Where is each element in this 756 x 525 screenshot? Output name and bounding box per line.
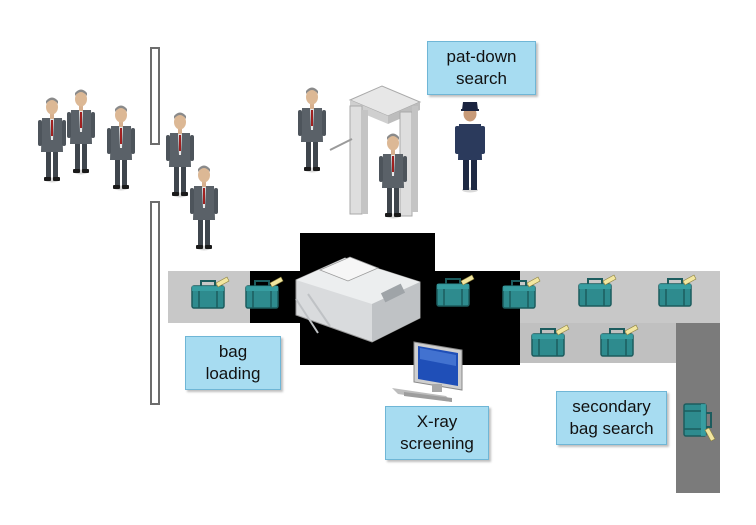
person-icon xyxy=(166,112,194,198)
metal-detector-icon xyxy=(329,85,422,217)
person-icon xyxy=(38,97,66,183)
patdown-area xyxy=(298,87,485,219)
person-icon xyxy=(107,105,135,191)
xray-label-line2: screening xyxy=(400,434,474,453)
secondary-label-line2: bag search xyxy=(569,419,654,438)
person-icon xyxy=(298,87,326,173)
queue-passengers xyxy=(38,89,218,251)
secondary-label-line1: secondary xyxy=(572,397,651,416)
person-icon xyxy=(67,89,95,175)
bag-loading-label: bag loading xyxy=(185,336,281,390)
person-icon xyxy=(190,165,218,251)
xray-label-line1: X-ray xyxy=(416,412,458,431)
bag-loading-label-line2: loading xyxy=(205,364,261,383)
monitor-icon xyxy=(392,341,463,402)
patdown-label: pat-down search xyxy=(427,41,536,95)
patdown-label-line1: pat-down xyxy=(446,47,517,66)
secondary-search-label: secondary bag search xyxy=(556,391,667,445)
queue-barrier-icon xyxy=(150,47,160,405)
officer-icon xyxy=(455,102,485,193)
xray-screening-label: X-ray screening xyxy=(385,406,489,460)
bag-loading-label-line1: bag xyxy=(218,342,248,361)
patdown-label-line2: search xyxy=(455,69,508,88)
xray-machine-icon xyxy=(295,256,421,343)
